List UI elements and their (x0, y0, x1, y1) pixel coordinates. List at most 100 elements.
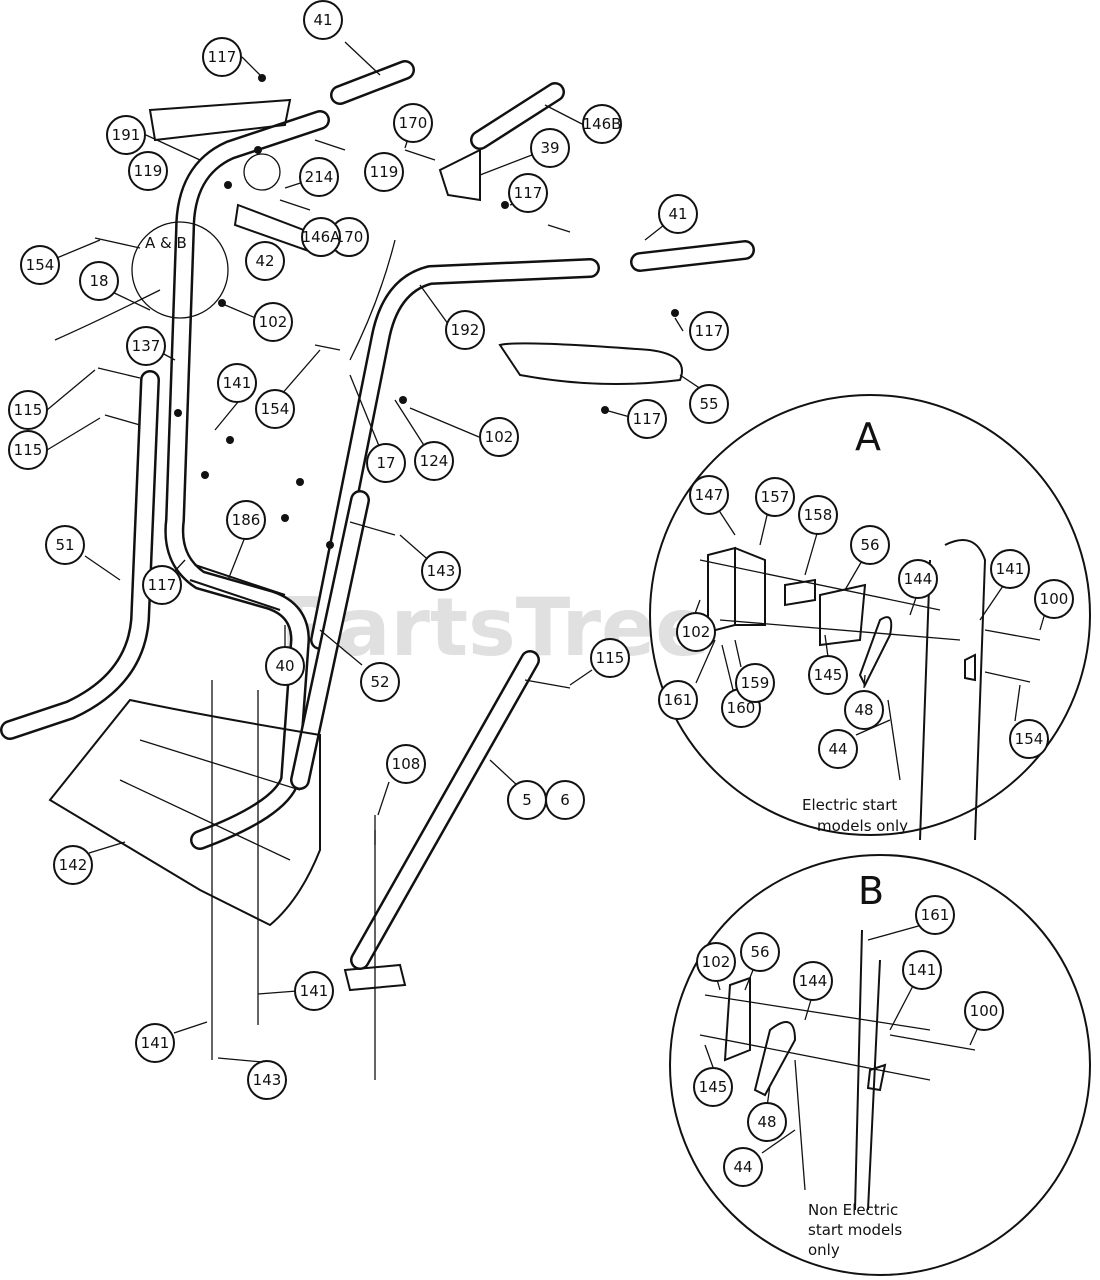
main-bubble-17: 17 (366, 443, 406, 483)
main-bubble-170: 170 (393, 103, 433, 143)
main-bubble-117: 117 (627, 399, 667, 439)
main-part-number: 117 (208, 48, 237, 66)
detail-b-bubble-145: 145 (693, 1067, 733, 1107)
main-part-number: 119 (134, 162, 163, 180)
detail-b-bubble-102: 102 (696, 942, 736, 982)
detail-a-circle (649, 394, 1091, 836)
main-part-number: 117 (695, 322, 724, 340)
main-bubble-146A: 146A (301, 217, 341, 257)
detail-b-note-line3: only (808, 1241, 840, 1259)
handle-assembly-drawing: A & B (0, 60, 755, 1080)
detail-b-part-number: 56 (750, 943, 769, 961)
main-bubble-141: 141 (217, 363, 257, 403)
main-bubble-141: 141 (135, 1023, 175, 1063)
detail-b-bubble-44: 44 (723, 1147, 763, 1187)
detail-a-bubble-158: 158 (798, 495, 838, 535)
main-part-number: 117 (148, 576, 177, 594)
main-part-number: 108 (392, 755, 421, 773)
detail-a-bubble-147: 147 (689, 475, 729, 515)
main-bubble-41: 41 (303, 0, 343, 40)
detail-b-part-number: 44 (733, 1158, 752, 1176)
main-bubble-117: 117 (508, 173, 548, 213)
main-bubble-191: 191 (106, 115, 146, 155)
detail-a-part-number: 157 (761, 488, 790, 506)
main-bubble-40: 40 (265, 646, 305, 686)
main-part-number: 51 (55, 536, 74, 554)
detail-a-bubble-100: 100 (1034, 579, 1074, 619)
detail-a-title: A (855, 415, 881, 459)
detail-a-part-number: 100 (1040, 590, 1069, 608)
detail-a-part-number: 159 (741, 674, 770, 692)
detail-a-bubble-154: 154 (1009, 719, 1049, 759)
detail-a-part-number: 158 (804, 506, 833, 524)
detail-b-part-number: 145 (699, 1078, 728, 1096)
main-bubble-102: 102 (479, 417, 519, 457)
detail-a-part-number: 145 (814, 666, 843, 684)
main-bubble-146B: 146B (582, 104, 622, 144)
main-part-number: 6 (560, 791, 570, 809)
detail-a-part-number: 147 (695, 486, 724, 504)
main-bubble-51: 51 (45, 525, 85, 565)
detail-leader-lines (692, 508, 1046, 1154)
callout-tag: A & B (145, 234, 187, 252)
main-bubble-102: 102 (253, 302, 293, 342)
main-bubble-41: 41 (658, 194, 698, 234)
main-bubble-6: 6 (545, 780, 585, 820)
detail-a-bubble-145: 145 (808, 655, 848, 695)
detail-a-part-number: 161 (664, 691, 693, 709)
detail-a-note-line1: Electric start (802, 796, 897, 814)
main-bubble-119: 119 (364, 152, 404, 192)
detail-a-bubble-44: 44 (818, 729, 858, 769)
main-bubble-115: 115 (8, 390, 48, 430)
main-part-number: 17 (376, 454, 395, 472)
main-bubble-55: 55 (689, 384, 729, 424)
main-part-number: 214 (305, 168, 334, 186)
detail-b-bubble-161: 161 (915, 895, 955, 935)
main-part-number: 143 (253, 1071, 282, 1089)
detail-b-part-number: 102 (702, 953, 731, 971)
detail-b: B Non Electric start models only (669, 854, 1091, 1276)
main-bubble-117: 117 (202, 37, 242, 77)
detail-b-note-line2: start models (808, 1221, 902, 1239)
detail-b-note-line1: Non Electric (808, 1201, 898, 1219)
main-part-number: 115 (14, 401, 43, 419)
main-part-number: 42 (255, 252, 274, 270)
main-part-number: 192 (451, 321, 480, 339)
main-part-number: 102 (485, 428, 514, 446)
main-bubble-117: 117 (689, 311, 729, 351)
main-part-number: 115 (14, 441, 43, 459)
main-part-number: 115 (596, 649, 625, 667)
main-part-number: 141 (141, 1034, 170, 1052)
detail-a-bubble-141: 141 (990, 549, 1030, 589)
detail-b-bubble-144: 144 (793, 961, 833, 1001)
main-part-number: 39 (540, 139, 559, 157)
main-bubble-115: 115 (590, 638, 630, 678)
detail-b-part-number: 141 (908, 961, 937, 979)
main-part-number: 117 (633, 410, 662, 428)
main-bubble-186: 186 (226, 500, 266, 540)
main-bubble-143: 143 (247, 1060, 287, 1100)
detail-a-part-number: 102 (682, 623, 711, 641)
main-part-number: 170 (335, 228, 364, 246)
main-part-number: 41 (668, 205, 687, 223)
detail-a: A Electric start models only (649, 394, 1091, 841)
main-bubble-137: 137 (126, 326, 166, 366)
main-part-number: 143 (427, 562, 456, 580)
main-part-number: 119 (370, 163, 399, 181)
part-callouts: 41 117 146B 170 191 39 214 119 117 41 117 119 170 42 1… (8, 0, 729, 1100)
detail-b-part-number: 161 (921, 906, 950, 924)
main-part-number: 141 (223, 374, 252, 392)
detail-a-bubble-56: 56 (850, 525, 890, 565)
main-bubble-18: 18 (79, 261, 119, 301)
main-part-number: 141 (300, 982, 329, 1000)
main-bubble-5: 5 (507, 780, 547, 820)
main-bubble-141: 141 (294, 971, 334, 1011)
main-bubble-115: 115 (8, 430, 48, 470)
detail-b-part-number: 48 (757, 1113, 776, 1131)
main-part-number: 137 (132, 337, 161, 355)
main-part-number: 146B (583, 115, 622, 133)
main-part-number: 191 (112, 126, 141, 144)
main-part-number: 154 (26, 256, 55, 274)
